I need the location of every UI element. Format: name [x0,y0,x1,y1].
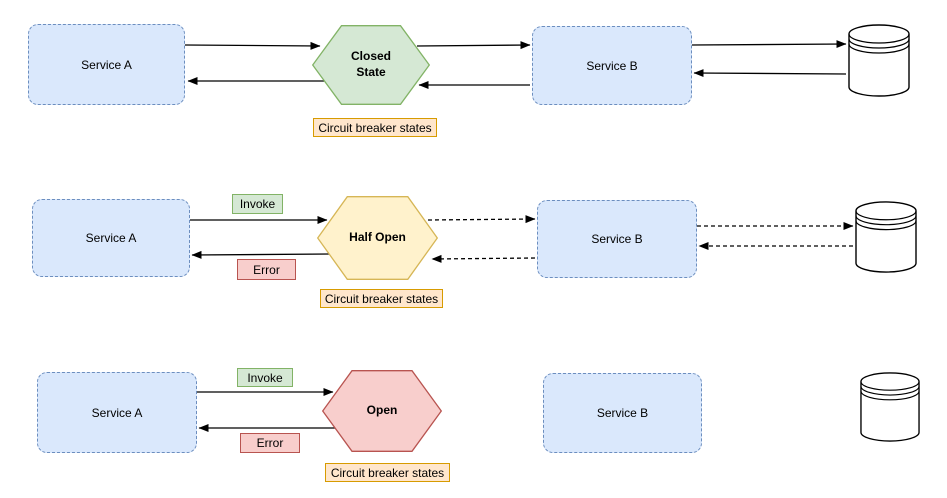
arrow-service-a-to-closed [184,41,321,50]
arrow-database-to-service-b [693,69,847,78]
service-b-box-half-open-row: Service B [537,200,697,278]
service-a-label: Service A [85,231,137,245]
service-b-box-open-row: Service B [543,373,702,453]
service-b-label: Service B [591,232,643,246]
half-open-state-hexagon: Half Open [317,196,438,280]
error-tag-open: Error [240,433,300,453]
arrow-closed-to-service-b [416,41,531,50]
closed-state-hexagon: Closed State [312,25,430,105]
error-tag-half-open: Error [237,259,296,280]
service-a-label: Service A [81,57,132,72]
arrow-error-half-open-to-service-a [191,250,331,259]
service-b-box-closed-row: Service B [532,26,692,105]
open-state-label: Open [366,403,398,418]
arrow-dashed-half-open-to-service-b [427,215,536,224]
service-a-box-closed-row: Service A [28,24,185,105]
invoke-tag-half-open: Invoke [232,194,283,214]
half-open-state-label: Half Open [349,230,406,245]
circuit-breaker-states-caption-half-open: Circuit breaker states [320,289,443,308]
open-state-hexagon: Open [322,370,442,452]
service-a-box-half-open-row: Service A [32,199,190,277]
hexagon-shape-icon [312,25,430,105]
hexagon-shape-icon [317,196,438,280]
invoke-tag-open: Invoke [237,368,293,387]
database-icon [855,201,917,273]
database-icon [860,372,920,442]
service-b-label: Service B [596,406,649,420]
circuit-breaker-states-caption-closed: Circuit breaker states [313,118,437,137]
service-a-box-open-row: Service A [37,372,197,453]
service-b-label: Service B [586,58,638,73]
arrow-dashed-service-b-to-half-open [431,254,536,263]
circuit-breaker-states-caption-open: Circuit breaker states [325,463,450,482]
arrow-service-b-to-database [691,40,847,49]
hexagon-shape-icon [322,370,442,452]
closed-state-label: Closed State [350,49,391,79]
service-a-label: Service A [91,405,143,420]
database-icon [848,24,910,97]
